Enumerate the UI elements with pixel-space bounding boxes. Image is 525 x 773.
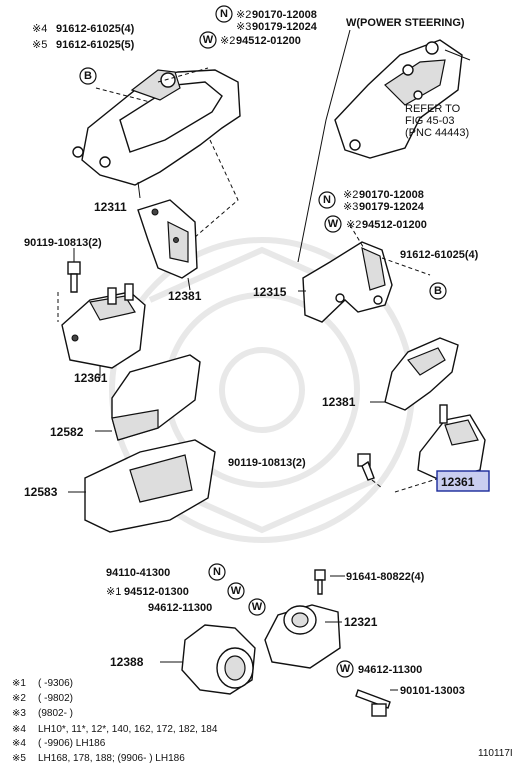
callout-p29[interactable]: 90119-10813(2) <box>228 457 306 469</box>
callout-p30[interactable]: 12361 <box>441 475 475 489</box>
bushing-12388-shape <box>160 624 256 695</box>
highlight-12361-box[interactable] <box>436 470 490 492</box>
callout-p28[interactable]: 12582 <box>50 425 84 439</box>
bracket-12315-shape <box>298 224 431 323</box>
callout-p2[interactable]: 91612-61025(4) <box>56 23 135 35</box>
insulator-12381-upper-shape <box>137 199 198 291</box>
callout-p3: ※5 <box>32 39 47 51</box>
bolt-91641-shape <box>314 569 345 595</box>
footnote-1-key: ※1 <box>12 678 26 689</box>
plate-12582-shape <box>95 354 201 441</box>
footnote-1-text: ( -9306) <box>38 678 73 689</box>
symbol-w-right: W <box>324 215 342 233</box>
symbol-w-top: W <box>199 31 217 49</box>
bolt-90119-left-shape <box>57 248 81 322</box>
callout-p21: ※3 <box>343 201 358 213</box>
symbol-w-letter-3: W <box>231 585 242 597</box>
callout-p12: REFER TO <box>405 103 461 115</box>
footnote-5-text: ( -9906) LH186 <box>38 738 106 749</box>
callout-p27[interactable]: 12381 <box>322 395 356 409</box>
symbol-b-upper-left: B <box>79 67 97 85</box>
callout-p36[interactable]: 94612-11300 <box>148 602 212 614</box>
callout-p40[interactable]: 90101-13003 <box>400 685 465 697</box>
mount-12321-shape <box>264 604 342 669</box>
symbol-w-lower-3: W <box>336 660 354 678</box>
callout-p5: ※2 <box>236 9 251 21</box>
symbol-b-letter-2: B <box>434 285 442 297</box>
callout-p1: ※4 <box>32 23 47 35</box>
bolt-90101-shape <box>355 689 398 717</box>
callout-p14: (PNC 44443) <box>405 127 469 139</box>
mount-12361-left-shape <box>61 283 146 378</box>
callout-p33[interactable]: 91641-80822(4) <box>346 571 425 583</box>
callout-p17[interactable]: 12381 <box>168 289 202 303</box>
callout-p18[interactable]: 12361 <box>74 371 108 385</box>
symbol-w-letter-2: W <box>328 218 339 230</box>
bolt-90119-right-shape <box>357 453 383 489</box>
callout-p15[interactable]: 12311 <box>94 200 127 214</box>
bracket-12311-shape <box>72 67 241 251</box>
footnote-6-key: ※5 <box>12 753 26 764</box>
callout-p20[interactable]: 90170-12008 <box>359 189 424 201</box>
insulator-12381-right-shape <box>370 337 459 411</box>
callout-p23: ※2 <box>346 219 361 231</box>
callout-p31[interactable]: 12583 <box>24 485 58 499</box>
symbol-w-letter-4: W <box>252 601 263 613</box>
callout-p7: ※3 <box>236 21 251 33</box>
symbol-b-letter: B <box>84 70 92 82</box>
callout-p16[interactable]: 90119-10813(2) <box>24 237 102 249</box>
callout-p26[interactable]: 12315 <box>253 285 287 299</box>
callout-p38[interactable]: 12388 <box>110 655 144 669</box>
symbol-b-right: B <box>429 282 447 300</box>
footnote-5-key: ※4 <box>12 738 26 749</box>
footnote-6-text: LH168, 178, 188; (9906- ) LH186 <box>38 753 185 764</box>
mount-12361-right-shape <box>394 404 486 493</box>
callout-p11: W(POWER STEERING) <box>346 17 465 29</box>
footnote-2-text: ( -9802) <box>38 693 73 704</box>
callout-p9: ※2 <box>220 35 235 47</box>
callout-p8[interactable]: 90179-12024 <box>252 21 318 33</box>
callout-p39[interactable]: 94612-11300 <box>358 664 422 676</box>
footnote-3-text: (9802- ) <box>38 708 73 719</box>
figure-id: 110117I <box>478 748 513 759</box>
footnote-4-key: ※4 <box>12 724 26 735</box>
callout-p25[interactable]: 91612-61025(4) <box>400 249 479 261</box>
footnote-4-text: LH10*, 11*, 12*, 140, 162, 172, 182, 184 <box>38 724 218 735</box>
callout-p32[interactable]: 94110-41300 <box>106 567 170 579</box>
callout-p10[interactable]: 94512-01200 <box>236 35 301 47</box>
symbol-n-top: N <box>215 5 233 23</box>
callout-p19: ※2 <box>343 189 358 201</box>
callout-p4[interactable]: 91612-61025(5) <box>56 39 135 51</box>
symbol-n-letter-2: N <box>323 194 331 206</box>
symbol-w-lower-2: W <box>248 598 266 616</box>
ps-bracket-shape <box>297 29 471 263</box>
callout-p37[interactable]: 12321 <box>344 615 378 629</box>
callout-p34: ※1 <box>106 586 121 598</box>
symbol-n-right: N <box>318 191 336 209</box>
footnote-2-key: ※2 <box>12 693 26 704</box>
symbol-n-letter: N <box>220 8 228 20</box>
callout-p13[interactable]: FIG 45-03 <box>405 115 455 127</box>
callout-p24[interactable]: 94512-01200 <box>362 219 427 231</box>
symbol-n-letter-3: N <box>213 566 221 578</box>
callout-p22[interactable]: 90179-12024 <box>359 201 425 213</box>
cover-12583-shape <box>68 439 216 533</box>
callout-p6[interactable]: 90170-12008 <box>252 9 317 21</box>
footnote-3-key: ※3 <box>12 708 26 719</box>
symbol-w-letter: W <box>203 34 214 46</box>
callout-p35[interactable]: 94512-01300 <box>124 586 189 598</box>
symbol-n-lower: N <box>208 563 226 581</box>
symbol-w-letter-5: W <box>340 663 351 675</box>
symbol-w-lower-1: W <box>227 582 245 600</box>
footnotes: ※1 ( -9306) ※2 ( -9802) ※3 (9802- ) ※4 L… <box>12 678 218 764</box>
